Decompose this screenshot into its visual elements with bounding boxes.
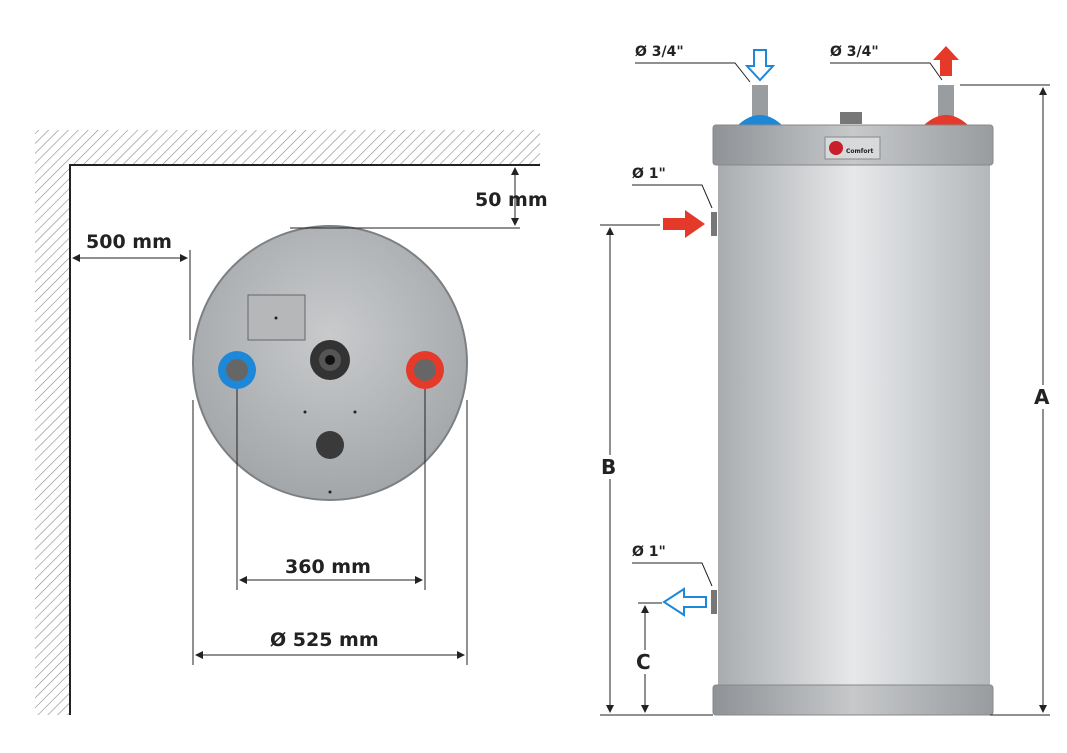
logo: Comfort: [824, 136, 881, 160]
hot-outlet-size: Ø 3/4": [830, 44, 879, 60]
primary-outlet: [711, 590, 717, 614]
dim-b-label: B: [601, 455, 616, 479]
cold-in-arrow-icon: [744, 49, 776, 82]
dim-c-label: C: [636, 650, 651, 674]
primary-inlet-size: Ø 1": [632, 166, 666, 182]
cold-connection-icon: [218, 351, 256, 389]
primary-outlet-size: Ø 1": [632, 544, 666, 560]
center-fitting-icon: [310, 340, 350, 380]
wall: [35, 130, 540, 715]
dim-a-label: A: [1034, 385, 1050, 409]
primary-inlet: [711, 212, 717, 236]
side-view: Comfort Ø 3/4" Ø 3/4" Ø 1" Ø 1" A B C: [600, 44, 1053, 716]
primary-in-arrow-icon: [663, 210, 705, 238]
bottom-cap: [712, 684, 994, 716]
tank-body: [718, 160, 990, 690]
top-view: 50 mm 500 mm 360 mm Ø 525 mm: [72, 167, 548, 665]
drain-plug: [316, 431, 344, 459]
side-clearance-label: 500 mm: [86, 231, 172, 253]
diameter-label: Ø 525 mm: [270, 629, 379, 651]
hot-out-arrow-icon: [933, 46, 959, 76]
cold-inlet-size: Ø 3/4": [635, 44, 684, 60]
back-clearance-label: 50 mm: [475, 189, 548, 211]
svg-text:Comfort: Comfort: [846, 148, 873, 155]
primary-out-arrow-icon: [662, 587, 707, 617]
connection-spacing-label: 360 mm: [285, 556, 371, 578]
hot-connection-icon: [406, 351, 444, 389]
